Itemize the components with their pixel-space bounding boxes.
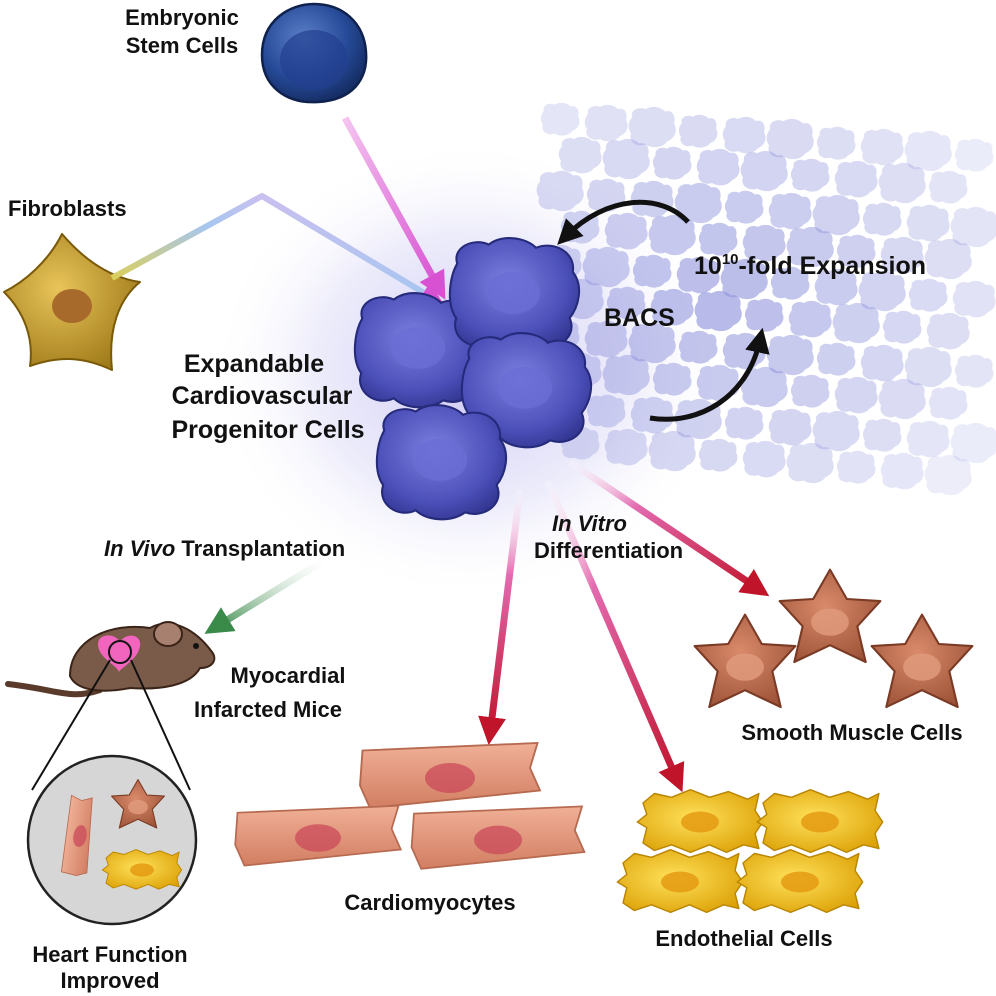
expanded-cell xyxy=(924,454,972,496)
expanded-cell xyxy=(926,312,970,350)
label-fibroblasts: Fibroblasts xyxy=(8,196,127,221)
label-in-vitro: In Vitro xyxy=(552,511,627,536)
expanded-cell xyxy=(786,442,834,484)
expanded-cell xyxy=(834,376,878,414)
mouse-illustration xyxy=(5,621,216,698)
fibroblast-cell xyxy=(3,233,141,371)
expanded-cell xyxy=(584,104,628,142)
expanded-cell xyxy=(862,202,902,236)
label-mice-line1: Myocardial xyxy=(231,663,346,688)
label-expandable-line1: Expandable xyxy=(184,350,324,378)
expanded-cell xyxy=(816,342,856,376)
arrow-fibroblast-to-progenitor xyxy=(110,193,445,305)
expanded-cell xyxy=(788,300,832,338)
expansion-loop-arrows xyxy=(557,199,770,422)
expanded-cell xyxy=(678,114,718,148)
arrow-in-vivo xyxy=(204,557,327,634)
label-expandable-line2: Cardiovascular xyxy=(172,382,353,410)
expanded-cell xyxy=(742,440,786,478)
label-heart-line2: Improved xyxy=(60,968,159,993)
endothelial-cell xyxy=(616,848,744,914)
embryonic-stem-cell xyxy=(260,2,368,104)
cardiomyocyte-cell xyxy=(359,742,541,809)
label-embryonic-line1: Embryonic xyxy=(125,5,239,30)
smooth-muscle-cell-group xyxy=(693,568,974,709)
expanded-cell xyxy=(724,406,764,440)
label-mice-line2: Infarcted Mice xyxy=(194,697,342,722)
expanded-cell xyxy=(602,138,650,180)
label-expandable-line3: Progenitor Cells xyxy=(171,416,364,444)
expanded-cell xyxy=(652,146,692,180)
arrow-to-cardiomyocytes xyxy=(478,489,524,746)
expanded-cell xyxy=(860,128,904,166)
label-embryonic-line2: Stem Cells xyxy=(126,33,239,58)
expanded-cell xyxy=(698,438,738,472)
expanded-cell xyxy=(832,302,880,344)
label-in-vivo: In Vivo Transplantation xyxy=(104,536,345,561)
zoom-lines xyxy=(31,659,191,791)
arrow-to-endothelial xyxy=(544,480,685,793)
expanded-cell xyxy=(882,310,922,344)
expanded-cell xyxy=(744,298,784,332)
label-bacs: BACS xyxy=(604,304,675,332)
expanded-cell xyxy=(878,162,926,204)
expanded-cell xyxy=(540,102,580,136)
label-cardiomyocytes: Cardiomyocytes xyxy=(344,890,515,915)
endothelial-cell xyxy=(636,788,764,854)
expanded-cell xyxy=(768,408,812,446)
expanded-cell xyxy=(908,278,948,312)
expanded-cell xyxy=(558,136,602,174)
cardiomyocyte-cell xyxy=(234,804,402,867)
smooth-muscle-cell xyxy=(870,613,974,709)
expanded-cell xyxy=(954,354,994,388)
expanded-cell xyxy=(928,386,968,420)
expanded-cell xyxy=(880,452,924,490)
endothelial-cell xyxy=(736,848,864,914)
expanded-cell xyxy=(696,364,740,402)
expanded-cell xyxy=(816,126,856,160)
expanded-cell xyxy=(630,180,674,218)
endothelial-cell-group xyxy=(616,788,884,914)
expanded-cell xyxy=(790,374,830,408)
cardiomyocyte-group xyxy=(234,742,586,870)
expanded-cell xyxy=(860,344,904,382)
smooth-muscle-cell xyxy=(693,613,797,709)
arrow-stem-to-progenitor xyxy=(341,116,446,300)
heart-tissue-magnified xyxy=(26,754,198,926)
expanded-cell xyxy=(862,418,902,452)
expanded-cell xyxy=(878,378,926,420)
expanded-cell xyxy=(834,160,878,198)
expanded-cell xyxy=(836,450,876,484)
label-heart-line1: Heart Function xyxy=(32,942,187,967)
expanded-cell xyxy=(790,158,830,192)
expanded-cell xyxy=(924,238,972,280)
expanded-cell xyxy=(740,150,788,192)
label-endothelial: Endothelial Cells xyxy=(655,926,832,951)
expanded-cell xyxy=(906,420,950,458)
label-smooth-muscle: Smooth Muscle Cells xyxy=(741,720,962,745)
progenitor-cell xyxy=(375,404,508,521)
label-differentiation: Differentiation xyxy=(534,538,683,563)
arrow-to-smooth-muscle xyxy=(568,459,770,597)
endothelial-cell xyxy=(756,788,884,854)
expanded-cell xyxy=(954,138,994,172)
expanded-cell xyxy=(722,116,766,154)
expanded-cell xyxy=(768,192,812,230)
expanded-cell xyxy=(928,170,968,204)
expanded-cell xyxy=(696,148,740,186)
expanded-cell xyxy=(906,204,950,242)
label-expansion: 1010-fold Expansion xyxy=(694,251,926,280)
expanded-cell xyxy=(952,280,996,318)
expanded-cell xyxy=(724,190,764,224)
cardiomyocyte-cell xyxy=(410,805,586,870)
expanded-cell xyxy=(694,290,742,332)
